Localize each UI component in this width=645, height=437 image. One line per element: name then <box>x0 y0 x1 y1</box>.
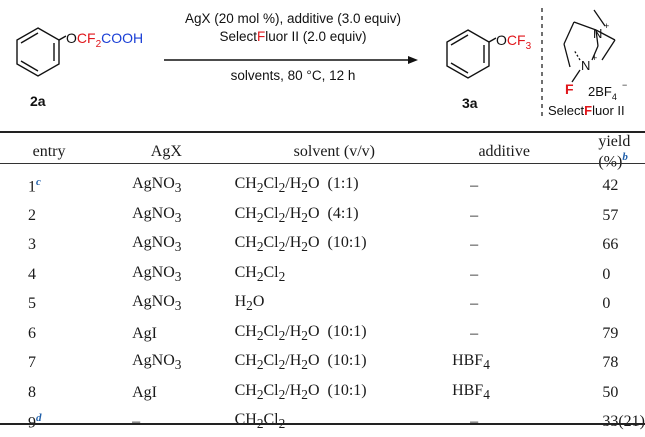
header-entry: entry <box>32 143 66 161</box>
selectfluor-structure <box>563 9 616 83</box>
cell-solvent: CH2Cl2 <box>234 263 286 285</box>
header-yield: yield (%)b <box>598 133 631 171</box>
product-label: 3a <box>462 95 478 111</box>
table-row: 2 AgNO3 CH2Cl2/H2O (4:1) – 57 <box>0 201 645 231</box>
cell-additive: HBF4 <box>452 352 490 373</box>
cell-agx: AgI <box>132 383 157 401</box>
cell-additive: – <box>470 206 479 224</box>
reactant-substituent: OCF2COOH <box>66 30 143 50</box>
table-row: 8 AgI CH2Cl2/H2O (10:1) HBF4 50 <box>0 378 645 408</box>
cell-entry: 9d <box>28 411 42 431</box>
cell-yield: 78 <box>602 354 619 372</box>
reactant-benzene-ring <box>16 27 67 77</box>
cell-agx: AgNO3 <box>132 175 182 196</box>
cell-yield: 66 <box>602 236 619 254</box>
cell-entry: 6 <box>28 324 36 342</box>
table-row: 7 AgNO3 CH2Cl2/H2O (10:1) HBF4 78 <box>0 348 645 378</box>
selectfluor-counterion: 2BF4 <box>588 84 617 102</box>
selectfluor-n-bottom: N <box>581 58 590 73</box>
selectfluor-plus-top: + <box>604 21 609 31</box>
table-header-rule <box>0 163 645 164</box>
cell-yield: 79 <box>602 324 619 342</box>
cell-additive: – <box>470 413 479 431</box>
reactant-label: 2a <box>30 93 46 109</box>
cell-additive: – <box>470 265 479 283</box>
cell-entry: 1c <box>28 175 41 196</box>
cell-entry: 2 <box>28 206 36 224</box>
optimization-table: entry AgX solvent (v/v) additive yield (… <box>0 133 645 437</box>
cell-agx: AgI <box>132 324 157 342</box>
table-bottom-rule <box>0 423 645 425</box>
cell-solvent: CH2Cl2/H2O (10:1) <box>234 381 367 403</box>
conditions-line-2: SelectFluor II (2.0 equiv) <box>219 29 366 44</box>
cell-additive: – <box>470 295 479 313</box>
header-additive: additive <box>478 143 530 161</box>
cell-entry: 4 <box>28 265 36 283</box>
selectfluor-f: F <box>565 81 574 97</box>
selectfluor-name: SelectFluor II <box>548 103 625 118</box>
cell-yield: 0 <box>602 295 611 313</box>
table-top-rule <box>0 131 645 133</box>
table-row: 6 AgI CH2Cl2/H2O (10:1) – 79 <box>0 319 645 349</box>
table-row: 5 AgNO3 H2O – 0 <box>0 289 645 319</box>
selectfluor-plus-bottom: + <box>592 53 597 63</box>
cell-yield: 57 <box>602 206 619 224</box>
cell-additive: – <box>470 177 479 195</box>
reaction-scheme: OCF2COOH 2a AgX (20 mol %), additive (3.… <box>16 8 627 118</box>
cell-solvent: CH2Cl2/H2O (10:1) <box>234 352 367 373</box>
table-row: 4 AgNO3 CH2Cl2 – 0 <box>0 260 645 290</box>
table-row: 1c AgNO3 CH2Cl2/H2O (1:1) – 42 <box>0 171 645 201</box>
header-solvent: solvent (v/v) <box>293 143 375 161</box>
cell-solvent: CH2Cl2/H2O (4:1) <box>234 204 359 226</box>
selectfluor-counterion-charge: − <box>622 80 627 90</box>
cell-agx: AgNO3 <box>132 204 182 226</box>
cell-entry: 8 <box>28 383 36 401</box>
reaction-arrow <box>164 56 418 64</box>
cell-agx: AgNO3 <box>132 263 182 285</box>
selectfluor-n-top: N <box>593 26 602 41</box>
table-header-row: entry AgX solvent (v/v) additive yield (… <box>0 133 645 171</box>
cell-solvent: CH2Cl2/H2O (10:1) <box>234 322 367 344</box>
conditions-below: solvents, 80 °C, 12 h <box>231 68 356 83</box>
cell-solvent: H2O <box>234 293 265 314</box>
cell-solvent: CH2Cl2/H2O (10:1) <box>234 234 367 255</box>
conditions-line-1: AgX (20 mol %), additive (3.0 equiv) <box>185 11 401 26</box>
cell-entry: 7 <box>28 354 36 372</box>
product-benzene-ring <box>446 29 497 79</box>
header-agx: AgX <box>150 143 182 161</box>
cell-agx: – <box>132 413 141 431</box>
cell-yield: 42 <box>602 177 619 195</box>
cell-yield: 0 <box>602 265 611 283</box>
product-substituent: OCF3 <box>496 32 532 52</box>
cell-entry: 5 <box>28 295 36 313</box>
cell-agx: AgNO3 <box>132 234 182 255</box>
cell-entry: 3 <box>28 236 36 254</box>
cell-solvent: CH2Cl2/H2O (1:1) <box>234 175 359 196</box>
table-row: 3 AgNO3 CH2Cl2/H2O (10:1) – 66 <box>0 230 645 260</box>
cell-agx: AgNO3 <box>132 293 182 314</box>
cell-agx: AgNO3 <box>132 352 182 373</box>
cell-additive: – <box>470 324 479 342</box>
cell-additive: HBF4 <box>452 381 490 403</box>
cell-yield: 50 <box>602 383 619 401</box>
cell-additive: – <box>470 236 479 254</box>
